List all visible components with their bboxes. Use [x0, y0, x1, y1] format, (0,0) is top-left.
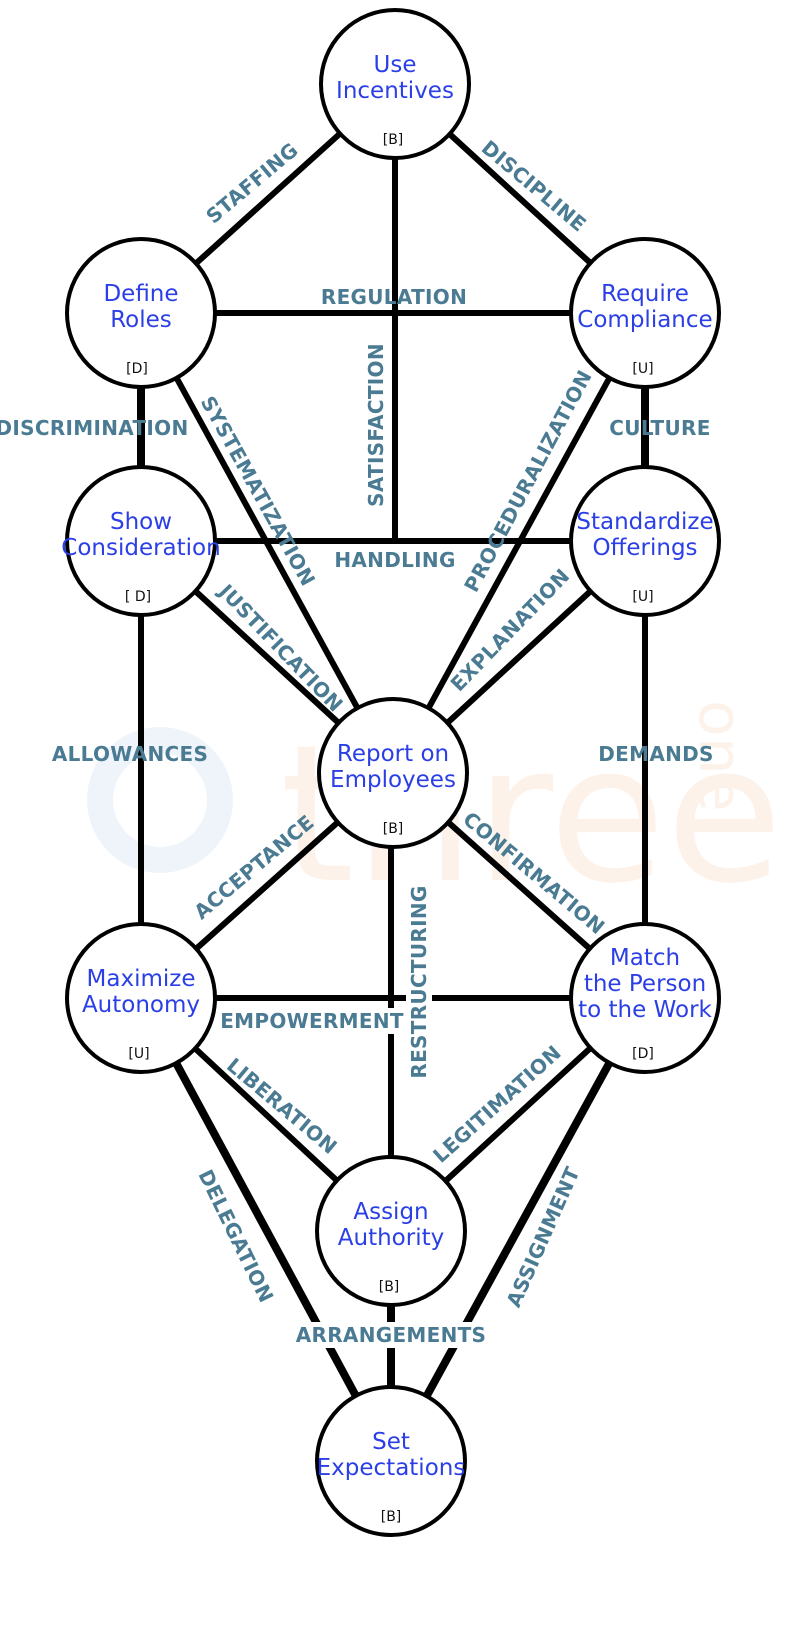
edge-label-text: ALLOWANCES: [52, 742, 208, 766]
node-tag: [B]: [383, 132, 404, 148]
node-circle: [65, 237, 217, 389]
edge-label-allowances: ALLOWANCES: [52, 742, 208, 766]
edge-label-restructuring: RESTRUCTURING: [406, 885, 432, 1079]
node-circle: [315, 1385, 467, 1537]
node-label-line: Maximize: [87, 966, 196, 992]
edge-liberation: [193, 1046, 339, 1183]
node-label-line: Compliance: [577, 307, 712, 333]
node-label-line: the Person: [584, 971, 706, 997]
node-label-line: Expectations: [317, 1455, 466, 1481]
edge-label-regulation: REGULATION: [321, 285, 467, 309]
edge-label-text: EMPOWERMENT: [220, 1009, 404, 1033]
edge-label-demands: DEMANDS: [598, 742, 714, 766]
node-label-line: Set: [372, 1429, 410, 1455]
node-label-line: Authority: [338, 1225, 444, 1251]
edge-label-liberation: LIBERATION: [222, 1053, 342, 1159]
node-label-line: Consideration: [61, 535, 220, 561]
node-circle: [569, 465, 721, 617]
edge-staffing: [193, 131, 343, 266]
watermark-subtext: one: [685, 700, 755, 812]
node-circle: [569, 922, 721, 1074]
edge-label-text: ARRANGEMENTS: [296, 1323, 487, 1347]
edge-label-text: CULTURE: [609, 416, 710, 440]
edge-label-text: LIBERATION: [222, 1053, 342, 1159]
node-label-line: Offerings: [592, 535, 697, 561]
edge-label-text: HANDLING: [334, 548, 455, 572]
node-circle: [315, 1155, 467, 1307]
node-tag: [B]: [381, 1509, 402, 1525]
node-label-line: to the Work: [578, 997, 712, 1023]
node-tag: [U]: [632, 361, 653, 377]
node-label-line: Report on: [337, 741, 449, 767]
edge-label-text: JUSTIFICATION: [213, 578, 348, 717]
edge-label-text: DISCIPLINE: [477, 135, 591, 236]
edge-label-text: RESTRUCTURING: [407, 885, 431, 1078]
edge-acceptance: [194, 820, 340, 951]
edge-label-text: DEMANDS: [598, 742, 714, 766]
edge-label-text: DISCRIMINATION: [0, 416, 189, 440]
edge-justification: [193, 588, 341, 726]
node-circle: [319, 8, 471, 160]
node-label-line: Show: [110, 509, 172, 535]
edge-label-justification: JUSTIFICATION: [213, 578, 348, 717]
node-label-line: Assign: [353, 1199, 428, 1225]
node-label-line: Match: [610, 945, 680, 971]
node-circle: [317, 697, 469, 849]
edge-label-text: REGULATION: [321, 285, 467, 309]
edge-label-culture: CULTURE: [609, 416, 710, 440]
node-label-line: Autonomy: [82, 992, 200, 1018]
node-label-line: Incentives: [336, 78, 454, 104]
node-tag: [B]: [383, 821, 404, 837]
edge-label-background: [334, 547, 456, 573]
node-label-line: Define: [103, 281, 178, 307]
node-tag: [B]: [379, 1279, 400, 1295]
edge-label-satisfaction: SATISFACTION: [364, 343, 388, 507]
node-tag: [U]: [632, 589, 653, 605]
node-label-line: Require: [601, 281, 689, 307]
edge-label-discipline: DISCIPLINE: [477, 135, 591, 236]
edge-label-text: SATISFACTION: [364, 343, 388, 507]
edge-label-background: [305, 1322, 477, 1348]
node-circle: [569, 237, 721, 389]
node-tag: [ D]: [125, 589, 151, 605]
node-label-line: Employees: [330, 767, 456, 793]
edge-label-empowerment: EMPOWERMENT: [220, 1008, 404, 1034]
edge-label-discrimination: DISCRIMINATION: [0, 416, 189, 440]
edge-explanation: [445, 588, 593, 726]
node-tag: [D]: [126, 361, 148, 377]
edge-label-text: LEGITIMATION: [428, 1040, 566, 1167]
node-tag: [D]: [632, 1046, 654, 1062]
node-circle: [65, 922, 217, 1074]
edge-legitimation: [443, 1045, 593, 1184]
node-label-line: Standardize: [576, 509, 713, 535]
edge-label-legitimation: LEGITIMATION: [428, 1040, 566, 1167]
edge-discipline: [447, 131, 593, 266]
edge-label-handling: HANDLING: [334, 547, 456, 573]
edge-label-background: [406, 892, 432, 1072]
edge-label-background: [226, 1008, 398, 1034]
node-circle: [65, 465, 217, 617]
node-label-line: Use: [374, 52, 417, 78]
edge-confirmation: [446, 820, 592, 951]
edge-label-arrangements: ARRANGEMENTS: [296, 1322, 487, 1348]
node-tag: [U]: [128, 1046, 149, 1062]
node-label-line: Roles: [110, 307, 172, 333]
